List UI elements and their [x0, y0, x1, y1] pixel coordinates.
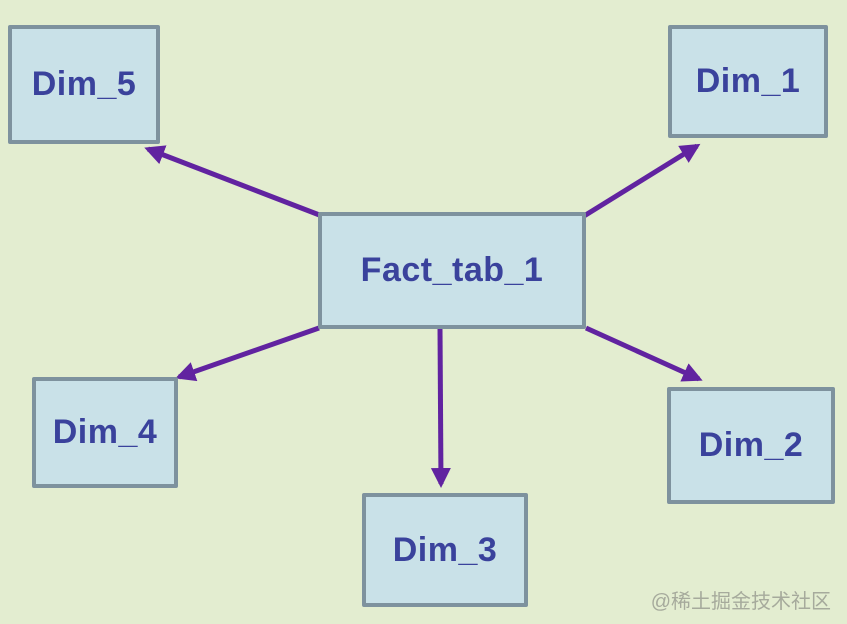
arrow-fact-to-dim4 [175, 325, 320, 382]
arrow-fact-to-dim2 [584, 325, 703, 382]
node-dim-4[interactable]: Dim_4 [32, 377, 178, 488]
node-dim-3[interactable]: Dim_3 [362, 493, 528, 607]
node-label: Dim_3 [392, 530, 498, 569]
node-dim-5[interactable]: Dim_5 [8, 25, 160, 144]
node-dim-2[interactable]: Dim_2 [667, 387, 835, 504]
arrow-fact-to-dim1 [582, 143, 701, 219]
node-label: Dim_1 [695, 62, 801, 100]
node-fact-tab-1[interactable]: Fact_tab_1 [318, 212, 586, 329]
node-label: Dim_4 [52, 413, 158, 451]
arrow-fact-to-dim3 [430, 327, 451, 488]
watermark-text: @稀土掘金技术社区 [650, 591, 831, 613]
node-label: Fact_tab_1 [360, 251, 544, 289]
node-label: Dim_5 [31, 65, 137, 103]
node-label: Dim_2 [698, 426, 804, 464]
node-dim-1[interactable]: Dim_1 [668, 25, 828, 138]
arrow-fact-to-dim5 [144, 145, 323, 219]
